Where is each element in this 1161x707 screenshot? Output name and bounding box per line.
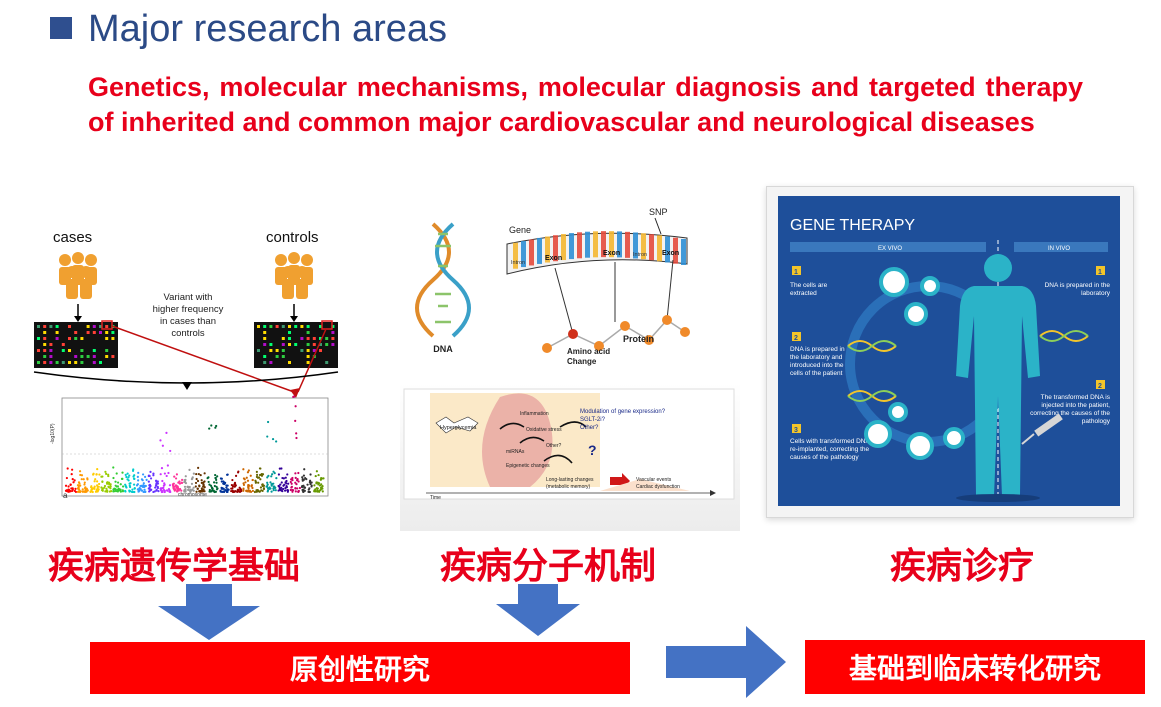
modulation-label-3: Other? (580, 425, 599, 431)
plot-panel-label: a (63, 491, 68, 500)
right-arrow-icon (666, 626, 786, 698)
mirnas-label: miRNAs (506, 449, 525, 455)
time-label: Time (430, 495, 441, 501)
step-3-left-text: Cells with transformed DNA are re-implan… (790, 438, 881, 461)
down-arrow-icon (158, 584, 260, 640)
step-2-left-number: 2 (794, 335, 798, 342)
step-2-right-text: The transformed DNA is injected into the… (1030, 394, 1110, 425)
dna-label: DNA (433, 344, 453, 354)
syringe-icon (1021, 413, 1063, 445)
ex-vivo-label: EX VIVO (878, 246, 902, 252)
long-lasting-label-1: Long-lasting changes (546, 477, 594, 483)
molecular-category-label: 疾病分子机制 (440, 546, 657, 587)
dna-strand-icons (847, 330, 1089, 402)
gene-therapy-title: GENE THERAPY (790, 217, 915, 234)
gwas-illustration: cases controls Variant with higher frequ… (28, 222, 346, 504)
step-1-right-text: DNA is prepared in the laboratory (1044, 282, 1110, 297)
human-figure-icon (956, 254, 1040, 496)
step-3-left-number: 3 (794, 427, 798, 434)
vascular-label-2: Cardiac dysfunction (636, 484, 680, 490)
oxidative-stress-label: Oxidative stress (526, 427, 562, 433)
controls-label: controls (266, 229, 319, 246)
gene-snp-illustration: DNA Gene SNP Exon Exon Exon Intron Intro… (405, 202, 705, 370)
cases-people-icon (59, 252, 97, 299)
variant-note-4: controls (171, 328, 205, 339)
title-bullet-square (50, 17, 72, 39)
translational-research-bar: 基础到临床转化研究 (805, 640, 1145, 694)
dna-helix-icon (415, 222, 471, 338)
x-axis-label: chromosome (178, 492, 207, 498)
question-mark: ? (588, 442, 597, 458)
amino-acid-label-1: Amino acid (567, 347, 610, 356)
step-1-right-number: 1 (1098, 269, 1102, 276)
exon-1: Exon (545, 255, 562, 262)
gene-label: Gene (509, 225, 531, 235)
step-1-left-text: The cells are extracted (790, 282, 828, 297)
protein-label: Protein (623, 334, 654, 344)
inflammation-label: Inflammation (520, 411, 549, 417)
variant-note-3: in cases than (160, 316, 216, 327)
diagnosis-category-label: 疾病诊疗 (890, 546, 1035, 587)
step-1-left-number: 1 (794, 269, 798, 276)
variant-note-1: Variant with (164, 292, 213, 303)
metabolic-memory-illustration: Hyperglycemia Inflammation Oxidative str… (400, 383, 740, 531)
gene-therapy-poster: GENE THERAPY EX VIVO IN VIVO 1 2 3 1 2 T… (778, 196, 1120, 506)
heart-icon (482, 393, 553, 487)
amino-acid-label-2: Change (567, 357, 597, 366)
exon-2: Exon (603, 250, 620, 257)
epigenetic-label: Epigenetic changes (506, 463, 550, 469)
vascular-label-1: Vascular events (636, 477, 672, 483)
modulation-label-2: SGLT-2i? (580, 417, 606, 423)
other-label: Other? (546, 443, 562, 449)
snp-label: SNP (649, 207, 668, 217)
controls-people-icon (275, 252, 313, 299)
cases-label: cases (53, 229, 92, 246)
hyperglycemia-label: Hyperglycemia (440, 425, 477, 431)
page-title: Major research areas (88, 8, 448, 50)
y-axis-label: -log10(P) (50, 423, 56, 444)
cell-icons (864, 267, 965, 460)
manhattan-plot (61, 397, 329, 497)
genetics-category-label: 疾病遗传学基础 (48, 546, 301, 587)
exon-3: Exon (662, 250, 679, 257)
down-arrow-icon (496, 584, 580, 636)
subtitle: Genetics, molecular mechanisms, molecula… (88, 72, 1083, 137)
intron-1: Intron (511, 260, 525, 266)
original-research-bar: 原创性研究 (90, 642, 630, 694)
variant-note-2: higher frequency (153, 304, 224, 315)
intron-2: Intron (633, 252, 647, 258)
in-vivo-label: IN VIVO (1048, 246, 1070, 252)
long-lasting-label-2: (metabolic memory) (546, 484, 591, 490)
modulation-label-1: Modulation of gene expression? (580, 409, 666, 415)
step-2-right-number: 2 (1098, 383, 1102, 390)
step-2-left-text: DNA is prepared in the laboratory and in… (790, 346, 845, 377)
